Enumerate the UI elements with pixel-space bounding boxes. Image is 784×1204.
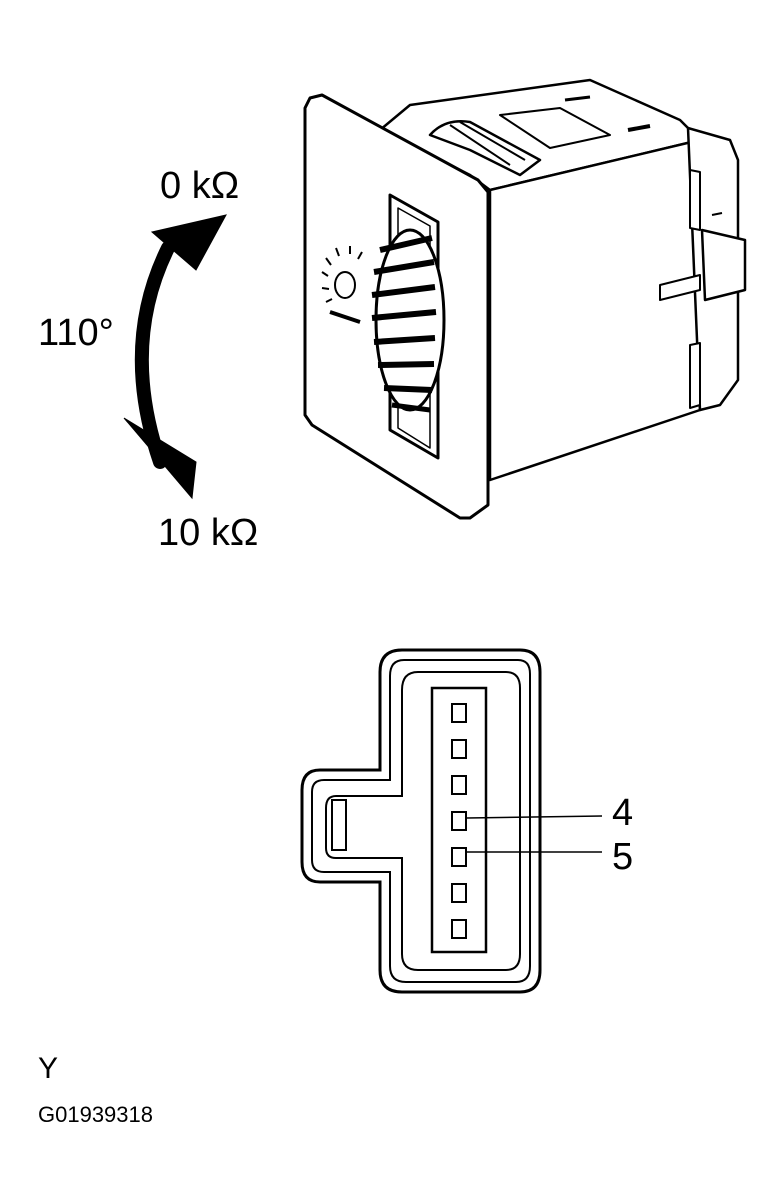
connector-inner-outline: [311, 659, 531, 983]
connector-face: [300, 648, 542, 994]
thumbwheel: [371, 228, 446, 413]
figure-letter: Y: [38, 1052, 59, 1085]
terminal-block: [430, 686, 488, 954]
illumination-symbol: [321, 246, 363, 324]
connector-pin-5: [451, 847, 467, 867]
connector-pin: [451, 703, 467, 723]
figure-code: G01939318: [38, 1102, 153, 1127]
connector-pin: [451, 883, 467, 903]
callout-leaders: [466, 815, 603, 853]
connector-outer-outline: [300, 648, 542, 994]
resistance-bottom-label: 10 kΩ: [158, 512, 259, 554]
connector-pin: [451, 775, 467, 795]
pin-5-callout: 5: [612, 836, 634, 878]
connector-pin: [451, 739, 467, 759]
connector-pin: [451, 919, 467, 939]
connector-latch-slot: [331, 799, 347, 851]
connector-pins: [451, 703, 467, 939]
dimmer-switch-illustration: [303, 78, 747, 520]
pin-4-callout: 4: [612, 792, 634, 834]
connector-pin-4: [451, 811, 467, 831]
resistance-top-label: 0 kΩ: [160, 165, 240, 207]
rotation-arrow: [123, 214, 227, 500]
callout-line-4: [466, 815, 603, 819]
connector-housing-wall: [325, 671, 521, 971]
rotation-angle-label: 110°: [38, 312, 114, 354]
